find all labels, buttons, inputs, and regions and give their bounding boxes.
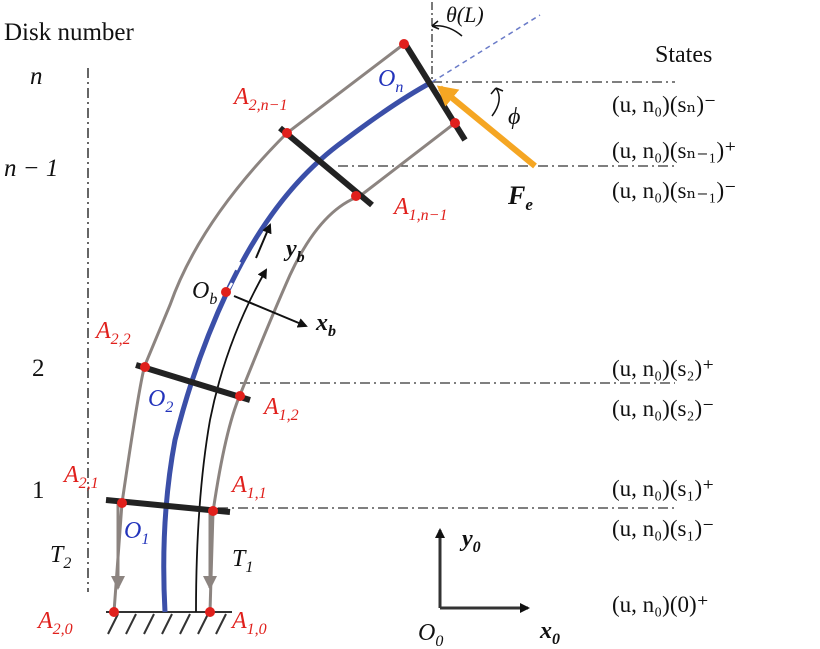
state-s2-minus: (u, n₀)(s₂)⁻ [612,396,714,421]
xb-axis-arrow [233,295,308,328]
label-x0: x0 [539,618,560,648]
external-force-arrow [436,85,537,169]
state-s1-minus: (u, n₀)(s₁)⁻ [612,516,714,541]
point-A2n [282,128,292,138]
cable-points [109,39,460,617]
point-A20 [109,607,119,617]
label-O1: O1 [124,518,149,548]
tip-tangent-line [431,14,541,83]
states-header: States [655,42,712,68]
label-O0: O0 [418,620,443,649]
state-s2-plus: (u, n₀)(s₂)⁺ [612,356,714,381]
point-A1n-top [450,118,460,128]
disk-number-1: 1 [32,477,45,504]
theta-label: θ(L) [446,2,484,27]
label-T1: T1 [232,546,253,576]
label-A21: A2,1 [62,462,99,492]
label-y0: y0 [459,526,481,556]
disk-number-2: 2 [32,355,45,382]
point-A1n [351,191,361,201]
label-O2: O2 [148,386,173,416]
point-Ob [221,287,231,297]
cables [111,42,456,613]
label-Ob: Ob [192,278,217,308]
disk-2 [135,362,251,403]
label-A10: A1,0 [230,608,267,638]
theta-angle-arc [431,24,463,37]
point-A12 [235,391,245,401]
ground-base [106,611,232,635]
label-A11: A1,1 [230,472,267,502]
disk-number-header: Disk number [4,19,135,46]
state-sn1-minus: (u, n₀)(sₙ₋₁)⁻ [612,178,736,203]
point-A2n-top [399,39,409,49]
state-reference-lines [218,81,675,509]
yb-axis-arrow [255,223,272,259]
state-sn1-plus: (u, n₀)(sₙ₋₁)⁺ [612,138,736,163]
label-A20: A2,0 [36,608,73,638]
point-A10 [205,607,215,617]
label-On: On [378,66,403,96]
backbone-curve [161,79,434,613]
state-s1-plus: (u, n₀)(s₁)⁺ [612,476,714,501]
label-yb: yb [283,236,305,266]
disk-number-n: n [30,63,43,90]
disk-number-n-1: n − 1 [4,155,58,182]
point-A11 [208,506,218,516]
label-xb: xb [315,310,336,340]
arc-length-curve [195,268,267,613]
point-A21 [117,498,127,508]
label-A12: A1,2 [262,394,299,424]
phi-label: ϕ [508,104,520,130]
state-sn-minus: (u, n₀)(sₙ)⁻ [612,92,716,117]
label-A1n: A1,n−1 [392,194,447,224]
point-A22 [140,362,150,372]
label-T2: T2 [50,542,71,572]
state-0-plus: (u, n₀)(0)⁺ [612,592,709,617]
label-A2n: A2,n−1 [232,84,287,114]
state-labels: (u, n₀)(sₙ)⁻ (u, n₀)(sₙ₋₁)⁺ (u, n₀)(sₙ₋₁… [612,92,736,617]
label-Fe: Fe [507,181,533,214]
phi-angle-arc [491,87,500,117]
label-A22: A2,2 [94,318,131,348]
